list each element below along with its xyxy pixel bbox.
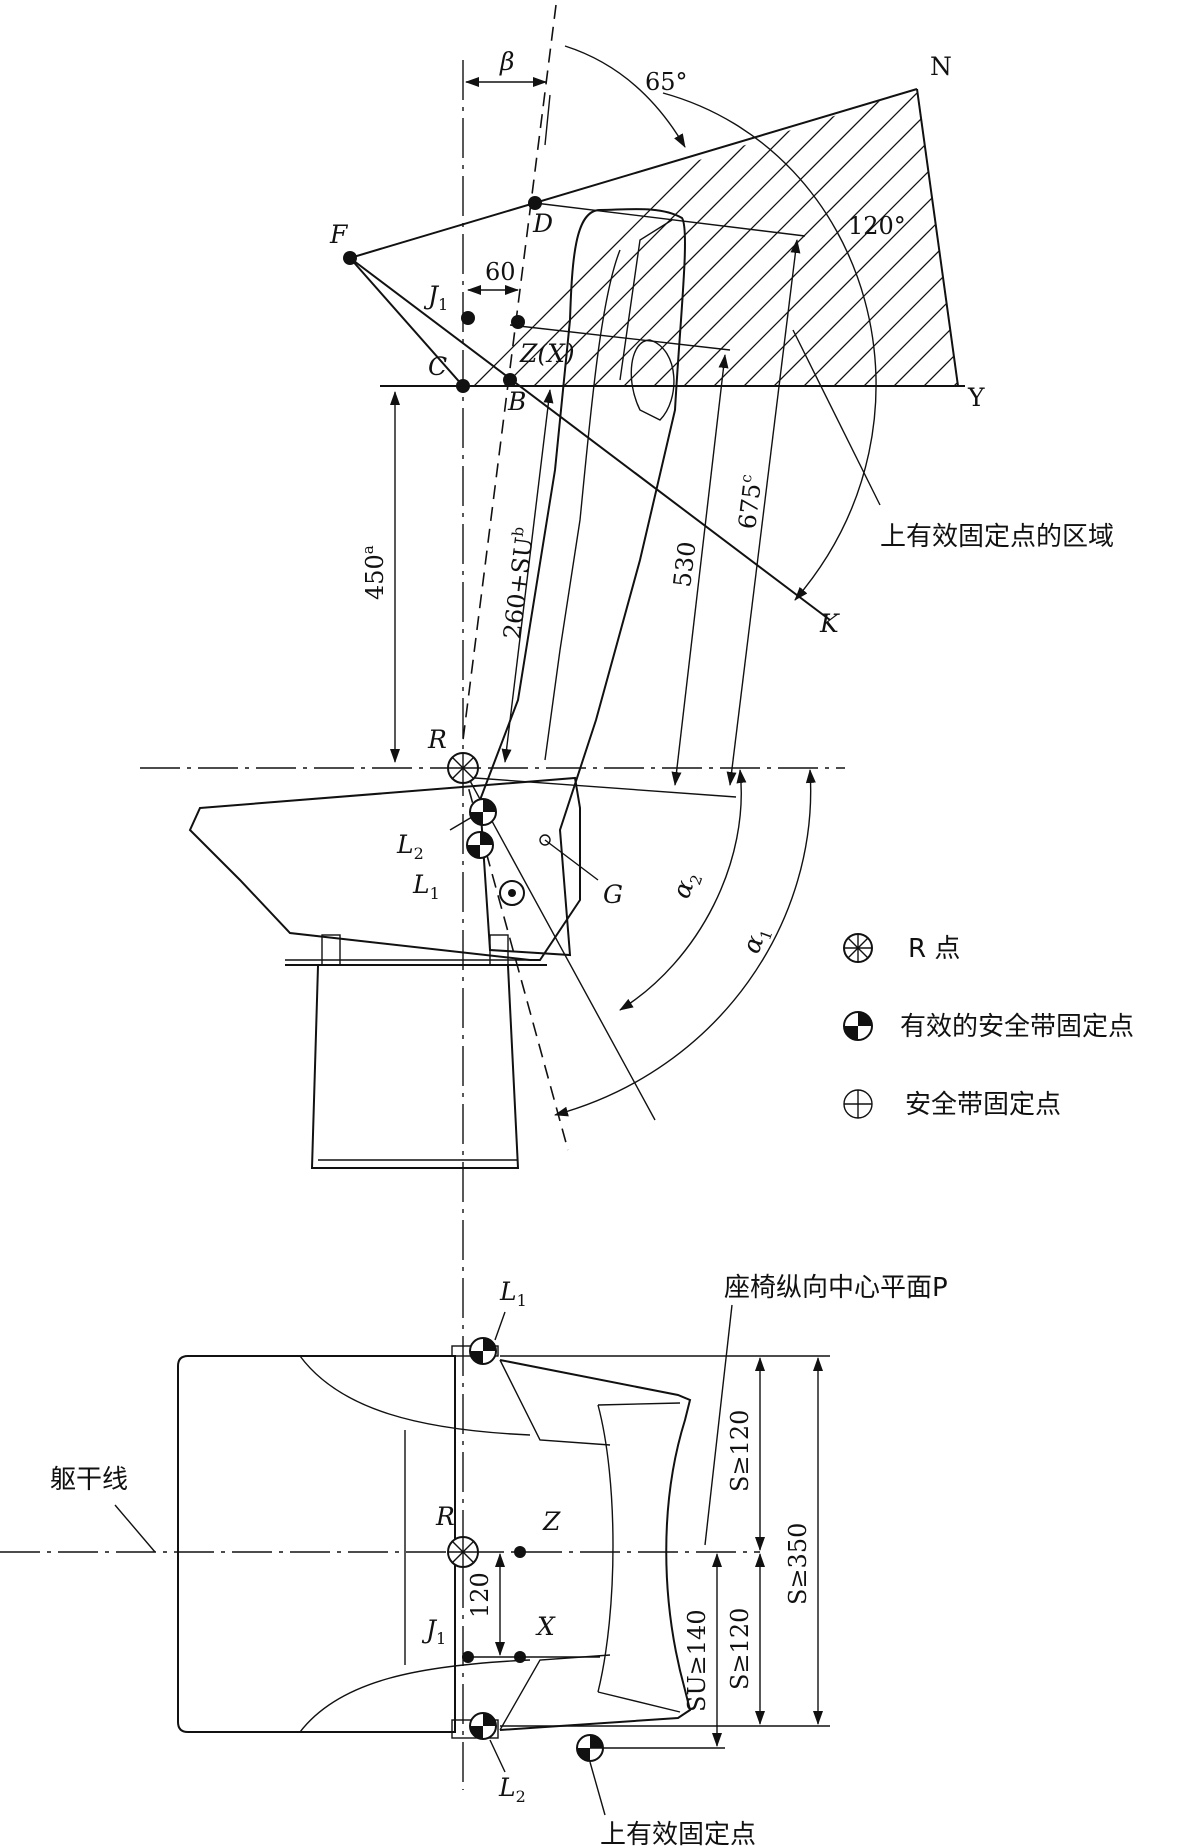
l1-anchor	[466, 831, 494, 859]
g-point	[539, 834, 551, 846]
top-dim-120-label: 120	[466, 1572, 494, 1618]
label-y: Y	[967, 383, 985, 412]
torso-label: 躯干线	[50, 1465, 128, 1495]
seat-cushion-side	[188, 776, 581, 961]
label-c: C	[428, 352, 447, 381]
label-j1: J1	[423, 281, 448, 314]
dim-s120-bot-label: S≥120	[726, 1608, 754, 1690]
top-label-r: R	[435, 1502, 455, 1531]
torso-line-dashed	[462, 4, 557, 741]
label-d: D	[532, 209, 553, 238]
label-b: B	[507, 387, 526, 416]
angle-65-label: 65°	[645, 68, 688, 96]
legend-r-point-icon	[843, 933, 873, 963]
label-n: N	[930, 52, 952, 81]
g-leader	[544, 839, 599, 881]
label-l1: L1	[412, 870, 440, 903]
top-l2-anchor	[451, 1712, 499, 1740]
label-g: G	[603, 880, 623, 909]
legend-effective-anchor-icon	[843, 1011, 873, 1041]
legend: R 点 有效的安全带固定点 安全带固定点	[843, 933, 1134, 1120]
dim-675-ext	[534, 202, 806, 237]
legend-r-point-label: R 点	[908, 934, 960, 964]
seat-base-side	[285, 934, 547, 1169]
dim-530-label: 530	[668, 540, 701, 589]
upper-anchor-leader	[589, 1761, 606, 1816]
dim-60-label: 60	[485, 258, 516, 286]
top-label-z: Z	[542, 1507, 561, 1536]
label-alpha2: α2	[666, 867, 706, 903]
beta-label: β	[499, 47, 514, 76]
top-l2-leader	[489, 1739, 506, 1773]
label-l2: L2	[396, 830, 424, 863]
beta-tick	[544, 94, 551, 146]
top-l1-anchor	[451, 1337, 499, 1365]
thigh-line	[474, 777, 737, 798]
top-label-j1: J1	[421, 1615, 446, 1648]
point-f	[343, 251, 357, 265]
angle-120-label: 120°	[848, 212, 906, 240]
zone-leader-line	[792, 329, 881, 506]
top-point-z	[514, 1546, 526, 1558]
dim-675-line	[726, 239, 801, 786]
point-c	[456, 379, 470, 393]
line-f-n	[349, 88, 918, 259]
label-f: F	[329, 220, 349, 249]
seat-top-view	[177, 1355, 692, 1733]
line-f-c	[349, 257, 464, 387]
legend-effective-anchor-label: 有效的安全带固定点	[900, 1012, 1134, 1042]
top-l1-leader	[494, 1311, 506, 1341]
l2-anchor	[469, 798, 497, 826]
dim-260-line	[501, 389, 554, 763]
dim-530-ext	[509, 324, 731, 351]
dim-450-label: 450a	[359, 545, 389, 600]
legend-anchor-label: 安全带固定点	[905, 1090, 1061, 1120]
label-r: R	[427, 725, 447, 754]
r-point-symbol	[447, 752, 479, 784]
dim-s350-label: S≥350	[784, 1523, 812, 1605]
upper-anchor-label: 上有效固定点	[600, 1820, 756, 1846]
dim-s120-top-label: S≥120	[726, 1410, 754, 1492]
angle-120-arc	[662, 92, 877, 601]
alpha1-arc	[554, 769, 816, 1117]
label-k: K	[819, 609, 840, 638]
legend-anchor-icon	[843, 1089, 873, 1119]
zone-label: 上有效固定点的区域	[880, 522, 1114, 552]
label-alpha1: α1	[736, 922, 776, 958]
angle-65-arc	[564, 45, 686, 148]
dim-su140-label: SU≥140	[683, 1609, 711, 1712]
torso-leader	[114, 1504, 156, 1553]
point-j1	[461, 311, 475, 325]
dim-530-line	[671, 354, 729, 786]
plane-leader	[704, 1304, 733, 1546]
top-r-point	[447, 1536, 479, 1568]
dim-260-label: 260+SUb	[496, 526, 539, 641]
top-label-l1: L1	[499, 1277, 527, 1310]
top-label-l2: L2	[498, 1773, 526, 1806]
lower-pivot	[499, 880, 525, 906]
plane-label: 座椅纵向中心平面P	[724, 1273, 948, 1303]
l2-leader	[449, 816, 473, 831]
line-n-y	[916, 88, 959, 387]
point-b	[503, 373, 517, 387]
top-label-x: X	[535, 1612, 556, 1641]
dim-675-label: 675c	[731, 473, 767, 530]
